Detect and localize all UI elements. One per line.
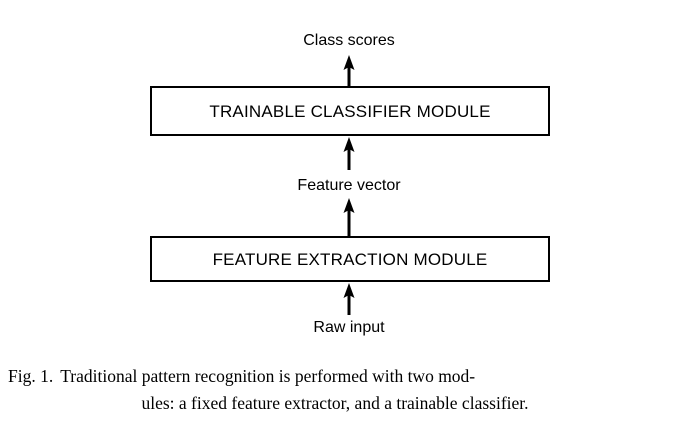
node-label-feature-extraction-module: FEATURE EXTRACTION MODULE xyxy=(212,249,488,269)
node-trainable-classifier-module: TRAINABLE CLASSIFIER MODULE xyxy=(150,86,550,136)
node-label-trainable-classifier-module: TRAINABLE CLASSIFIER MODULE xyxy=(209,101,491,121)
arrow-extractor-to-feature-vector xyxy=(343,198,355,237)
caption-figure-number: Fig. 1. xyxy=(8,366,54,386)
figure-caption: Fig. 1. Traditional pattern recognition i… xyxy=(8,363,684,417)
arrow-classifier-to-class-scores xyxy=(343,55,355,87)
caption-line-2: ules: a fixed feature extractor, and a t… xyxy=(141,393,529,413)
node-feature-extraction-module: FEATURE EXTRACTION MODULE xyxy=(150,236,550,282)
arrow-feature-vector-to-classifier xyxy=(343,137,355,170)
edge-label-feature-vector: Feature vector xyxy=(297,177,401,194)
edge-label-raw-input: Raw input xyxy=(313,319,385,336)
caption-text-line-1: Traditional pattern recognition is perfo… xyxy=(60,366,476,386)
arrow-raw-input-to-extractor xyxy=(343,283,355,315)
edge-label-class-scores: Class scores xyxy=(303,32,395,49)
caption-line-1: Fig. 1. Traditional pattern recognition i… xyxy=(8,363,684,390)
flowchart-diagram: Class scores TRAINABLE CLASSIFIER MODULE… xyxy=(150,32,550,336)
